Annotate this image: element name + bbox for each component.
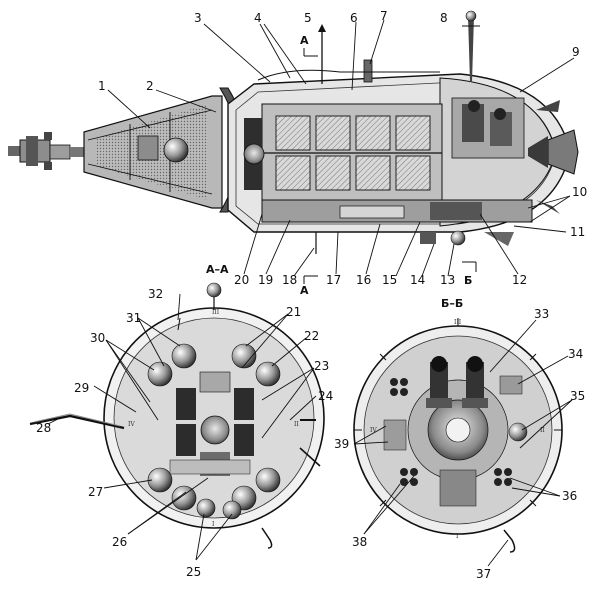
aa-orient-iv: IV: [128, 421, 135, 428]
callout-36: 36: [562, 489, 577, 503]
aa-top-antenna-ball: [206, 282, 222, 298]
side-cutaway-view: [8, 10, 579, 254]
nose-probe: [8, 132, 84, 170]
callout-39: 39: [334, 437, 349, 451]
section-bb-label: Б–Б: [441, 297, 463, 310]
callout-16: 16: [356, 273, 371, 287]
equipment-racks: [261, 103, 443, 201]
callout-23: 23: [314, 359, 329, 373]
callout-34: 34: [568, 347, 583, 361]
callout-13: 13: [440, 273, 455, 287]
callout-4: 4: [254, 11, 262, 25]
leader-lines: [47, 19, 575, 567]
callout-33: 33: [534, 307, 549, 321]
callout-30: 30: [90, 331, 105, 345]
section-aa-view: А–А: [29, 263, 325, 549]
callout-14: 14: [410, 273, 425, 287]
section-cut-marks: А А Б: [300, 34, 477, 297]
callout-2: 2: [146, 79, 154, 93]
aa-orient-ii: II: [294, 421, 299, 428]
top-antenna-mast-8: [468, 16, 474, 82]
callout-32: 32: [148, 287, 163, 301]
callout-19: 19: [258, 273, 273, 287]
callout-25: 25: [186, 565, 201, 579]
callout-17: 17: [326, 273, 341, 287]
callout-9: 9: [572, 45, 580, 59]
callout-38: 38: [352, 535, 367, 549]
callout-8: 8: [440, 11, 448, 25]
cone-equipment-box: [137, 135, 159, 161]
callout-37: 37: [476, 567, 491, 581]
bb-orient-ii: II: [540, 427, 545, 434]
callout-5: 5: [304, 11, 312, 25]
callout-6: 6: [350, 11, 358, 25]
bb-crew-seats: [426, 356, 488, 408]
callout-10: 10: [572, 185, 587, 199]
callout-27: 27: [88, 485, 103, 499]
callout-12: 12: [512, 273, 527, 287]
aa-side-antenna-28: [29, 414, 125, 430]
top-antenna-7: [363, 59, 373, 83]
callout-numbers: 1 2 3 4 5 6 7 8 9 10 11 12 13 14 15 16 1…: [36, 9, 587, 581]
callout-1: 1: [98, 79, 106, 93]
callout-20: 20: [234, 273, 249, 287]
callout-18: 18: [282, 273, 297, 287]
bb-orient-i: I: [456, 533, 459, 540]
callout-24: 24: [318, 389, 333, 403]
cone-equipment-sphere: [163, 137, 189, 163]
bb-orient-iv: IV: [370, 427, 377, 434]
callout-31: 31: [126, 311, 141, 325]
callout-22: 22: [304, 329, 319, 343]
cut-mark-b-bottom: Б: [464, 274, 472, 287]
bb-orient-iii: III: [454, 319, 462, 326]
aa-gas-spheres: [147, 343, 281, 520]
callout-7: 7: [380, 9, 388, 23]
bb-equipment-clusters: [383, 375, 528, 507]
callout-26: 26: [112, 535, 127, 549]
section-bb-view: Б–Б: [353, 297, 563, 553]
callout-28: 28: [36, 421, 51, 435]
callout-29: 29: [74, 381, 89, 395]
callout-15: 15: [382, 273, 397, 287]
aa-orient-i: I: [212, 521, 215, 528]
cut-mark-a-top: А: [300, 34, 309, 47]
aa-orient-iii: III: [212, 309, 220, 316]
callout-11: 11: [570, 225, 585, 239]
callout-21: 21: [286, 305, 301, 319]
callout-3: 3: [194, 11, 202, 25]
callout-35: 35: [570, 389, 585, 403]
section-aa-label: А–А: [206, 263, 229, 276]
cut-mark-a-bottom: А: [300, 284, 309, 297]
